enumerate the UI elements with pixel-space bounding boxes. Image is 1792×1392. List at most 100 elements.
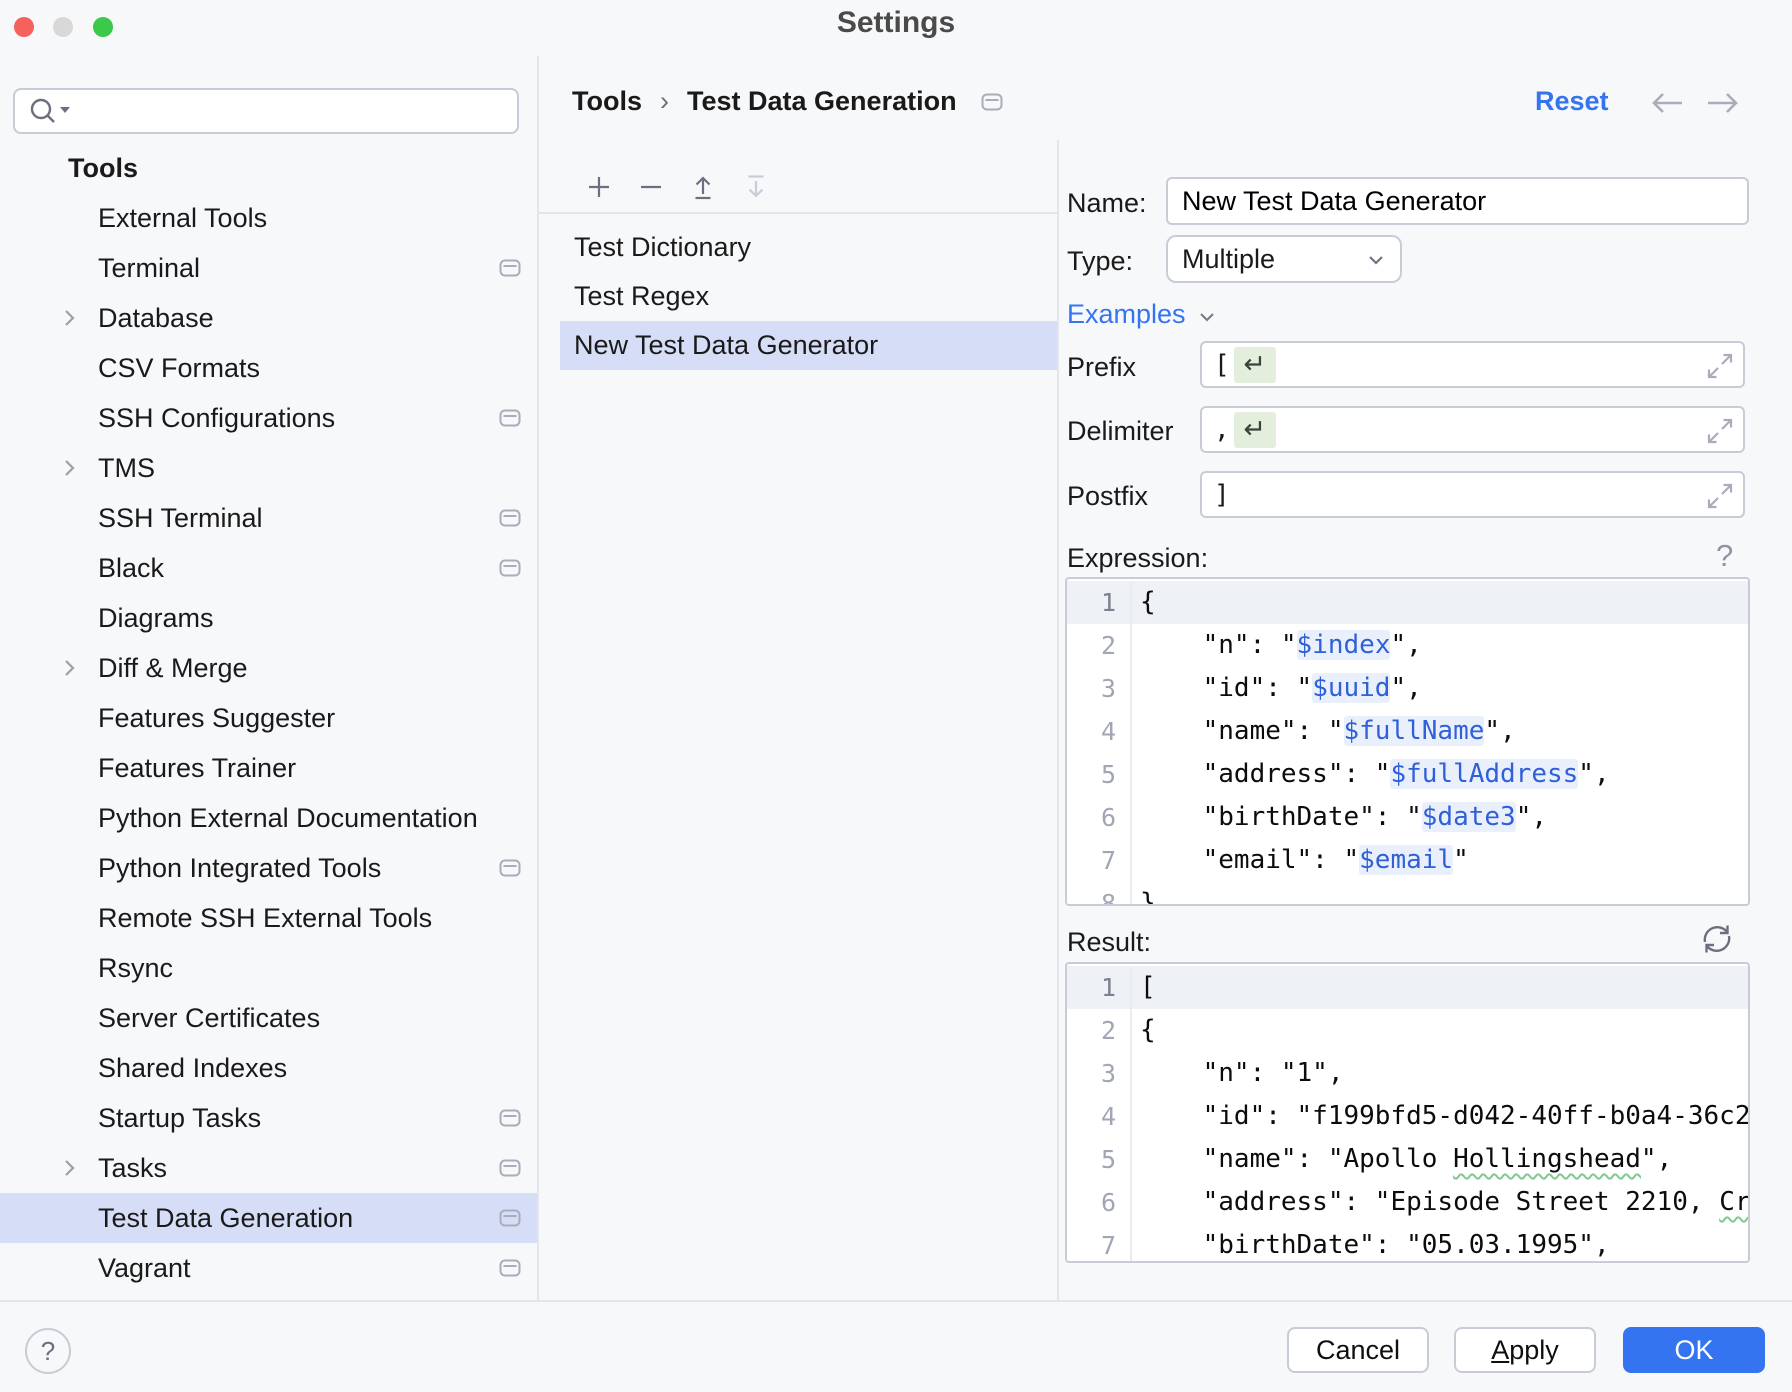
sidebar-item-label: External Tools [98, 202, 268, 233]
help-button[interactable]: ? [25, 1328, 71, 1374]
examples-link[interactable]: Examples [1067, 299, 1216, 330]
list-item-test-regex[interactable]: Test Regex [574, 281, 710, 311]
sidebar-item-ssh-terminal[interactable]: SSH Terminal [0, 493, 537, 543]
sidebar-item-ssh-configurations[interactable]: SSH Configurations [0, 393, 537, 443]
sidebar-item-tms[interactable]: TMS [0, 443, 537, 493]
chevron-right-icon[interactable] [58, 307, 80, 329]
line-number: 2 [1067, 1009, 1132, 1052]
line-number: 6 [1067, 796, 1132, 839]
cancel-button[interactable]: Cancel [1287, 1327, 1429, 1373]
line-number: 2 [1067, 624, 1132, 667]
chevron-right-icon[interactable] [58, 657, 80, 679]
sidebar-item-terminal[interactable]: Terminal [0, 243, 537, 293]
chevron-down-icon [1369, 256, 1383, 265]
expand-icon[interactable] [1705, 351, 1735, 381]
list-item-new-test-data-generator[interactable]: New Test Data Generator [560, 321, 1057, 370]
sidebar-item-label: Tasks [98, 1152, 168, 1183]
code-line: 4 "name": "$fullName", [1067, 710, 1748, 753]
line-number: 1 [1067, 581, 1132, 624]
sidebar-item-python-external-documentation[interactable]: Python External Documentation [0, 793, 537, 843]
sidebar-item-label: CSV Formats [98, 352, 261, 383]
template-variable: $index [1296, 630, 1391, 660]
sidebar-item-label: Test Data Generation [98, 1202, 354, 1233]
monitor-icon [499, 1209, 521, 1232]
refresh-icon[interactable] [1698, 921, 1736, 957]
typo-highlight: Cran [1719, 1187, 1750, 1217]
search-box[interactable] [13, 88, 519, 134]
sidebar-item-csv-formats[interactable]: CSV Formats [0, 343, 537, 393]
sidebar-item-label: SSH Terminal [98, 502, 263, 533]
breadcrumb-parent[interactable]: Tools [572, 85, 642, 116]
sidebar-item-label: Diff & Merge [98, 652, 248, 683]
sidebar-item-rsync[interactable]: Rsync [0, 943, 537, 993]
sidebar-item-diff-merge[interactable]: Diff & Merge [0, 643, 537, 693]
code-line: 5 "name": "Apollo Hollingshead", [1067, 1138, 1748, 1181]
close-button[interactable] [14, 17, 34, 37]
sidebar-item-black[interactable]: Black [0, 543, 537, 593]
sidebar-divider [537, 56, 539, 1300]
line-number: 5 [1067, 753, 1132, 796]
prefix-input[interactable]: [ ↵ [1200, 341, 1745, 388]
code-line: 1[ [1067, 966, 1748, 1009]
name-input[interactable] [1166, 177, 1749, 225]
apply-button[interactable]: Apply [1454, 1327, 1596, 1373]
monitor-icon [499, 409, 521, 432]
delimiter-label: Delimiter [1067, 416, 1174, 446]
postfix-input[interactable]: ] [1200, 471, 1745, 518]
zoom-button[interactable] [93, 17, 113, 37]
sidebar-item-server-certificates[interactable]: Server Certificates [0, 993, 537, 1043]
sidebar-item-test-data-generation[interactable]: Test Data Generation [0, 1193, 537, 1243]
expression-editor[interactable]: 1{2 "n": "$index",3 "id": "$uuid",4 "nam… [1065, 577, 1750, 906]
sidebar-item-startup-tasks[interactable]: Startup Tasks [0, 1093, 537, 1143]
sidebar-item-remote-ssh-external-tools[interactable]: Remote SSH External Tools [0, 893, 537, 943]
sidebar-item-shared-indexes[interactable]: Shared Indexes [0, 1043, 537, 1093]
template-variable: $fullAddress [1390, 759, 1579, 789]
line-number: 1 [1067, 966, 1132, 1009]
search-input[interactable] [79, 94, 517, 128]
breadcrumb-current: Test Data Generation [687, 85, 957, 116]
move-down-icon[interactable] [742, 173, 770, 201]
delimiter-input[interactable]: , ↵ [1200, 406, 1745, 453]
help-icon[interactable]: ? [1716, 538, 1734, 573]
reset-link[interactable]: Reset [1535, 86, 1609, 116]
monitor-icon [499, 1109, 521, 1132]
result-editor[interactable]: 1[2{3 "n": "1",4 "id": "f199bfd5-d042-40… [1065, 962, 1750, 1263]
ok-button[interactable]: OK [1623, 1327, 1765, 1373]
line-number: 3 [1067, 667, 1132, 710]
delimiter-value: , [1214, 414, 1230, 445]
code-line: 6 "birthDate": "$date3", [1067, 796, 1748, 839]
apply-label: Apply [1491, 1334, 1559, 1365]
sidebar-item-tasks[interactable]: Tasks [0, 1143, 537, 1193]
sidebar-item-python-integrated-tools[interactable]: Python Integrated Tools [0, 843, 537, 893]
forward-arrow-icon[interactable] [1702, 88, 1742, 118]
expand-icon[interactable] [1705, 416, 1735, 446]
typo-highlight: Hollingshead [1453, 1144, 1641, 1174]
code-line: 2 "n": "$index", [1067, 624, 1748, 667]
chevron-right-icon[interactable] [58, 457, 80, 479]
code-line: 7 "email": "$email" [1067, 839, 1748, 882]
sidebar-item-diagrams[interactable]: Diagrams [0, 593, 537, 643]
sidebar-item-features-trainer[interactable]: Features Trainer [0, 743, 537, 793]
remove-icon[interactable] [637, 173, 665, 201]
template-variable: $date3 [1421, 802, 1516, 832]
line-number: 4 [1067, 1095, 1132, 1138]
sidebar-item-label: Features Suggester [98, 702, 336, 733]
type-dropdown[interactable]: Multiple [1166, 235, 1402, 283]
sidebar-item-label: Terminal [98, 252, 201, 283]
line-number: 7 [1067, 1224, 1132, 1261]
sidebar-item-database[interactable]: Database [0, 293, 537, 343]
back-arrow-icon[interactable] [1648, 88, 1688, 118]
postfix-value: ] [1214, 479, 1230, 510]
sidebar-item-label: TMS [98, 452, 155, 483]
move-up-icon[interactable] [689, 173, 717, 201]
chevron-right-icon[interactable] [58, 1157, 80, 1179]
list-item-test-dictionary[interactable]: Test Dictionary [574, 232, 752, 262]
chevron-down-icon [1199, 312, 1214, 322]
code-line: 3 "n": "1", [1067, 1052, 1748, 1095]
expand-icon[interactable] [1705, 481, 1735, 511]
sidebar-item-vagrant[interactable]: Vagrant [0, 1243, 537, 1293]
sidebar-item-external-tools[interactable]: External Tools [0, 193, 537, 243]
add-icon[interactable] [585, 173, 613, 201]
sidebar-item-features-suggester[interactable]: Features Suggester [0, 693, 537, 743]
minimize-button[interactable] [53, 17, 73, 37]
